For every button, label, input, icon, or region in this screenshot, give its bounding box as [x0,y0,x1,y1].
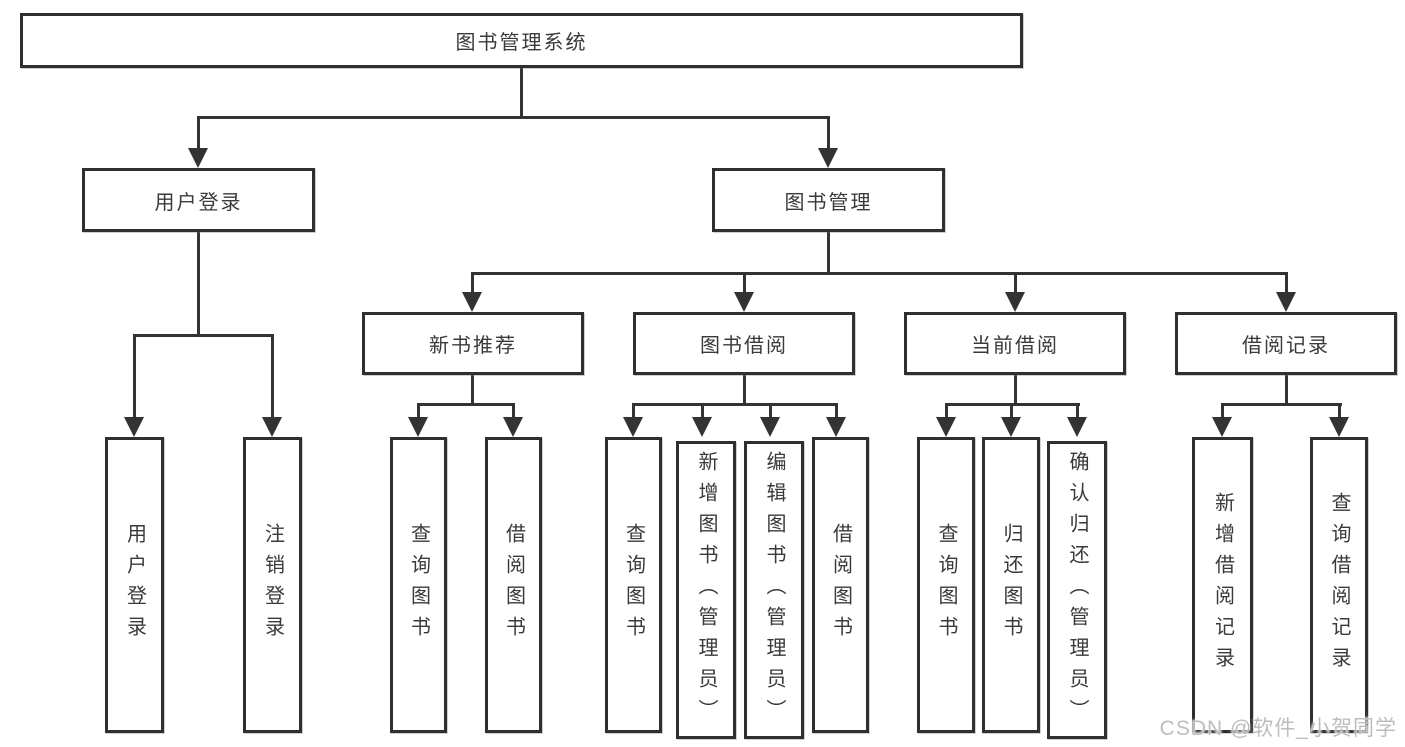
leaf-borrow-books-1: 借阅图书 [485,437,542,733]
leaf-query-books-3: 查询图书 [917,437,975,733]
connector-vline [1221,403,1224,419]
leaf-add-book-admin: 新增图书（管理员） [676,441,736,739]
arrowhead-down-icon [826,417,846,437]
leaf-confirm-return-admin: 确认归还（管理员） [1047,441,1107,739]
arrowhead-down-icon [503,417,523,437]
connector-vline [1010,403,1013,419]
connector-vline [1285,272,1288,294]
connector-vline [1285,375,1288,405]
leaf-add-borrow-record: 新增借阅记录 [1192,437,1253,733]
leaf-borrow-books-2-label: 借阅图书 [829,523,852,647]
leaf-add-borrow-record-label: 新增借阅记录 [1211,492,1234,678]
node-new-book-recommend: 新书推荐 [362,312,584,375]
arrowhead-down-icon [692,417,712,437]
connector-vline [133,334,136,419]
connector-vline [197,116,200,150]
node-book-borrowing: 图书借阅 [633,312,855,375]
connector-vline [271,334,274,419]
arrowhead-down-icon [1212,417,1232,437]
leaf-logout-label: 注销登录 [261,523,284,647]
leaf-query-borrow-record: 查询借阅记录 [1310,437,1368,733]
leaf-query-books-3-label: 查询图书 [935,523,957,647]
leaf-query-borrow-record-label: 查询借阅记录 [1328,492,1350,678]
connector-vline [471,272,474,294]
connector-vline [1338,403,1341,419]
leaf-add-book-admin-label: 新增图书（管理员） [695,450,717,730]
connector-vline [417,403,420,419]
arrowhead-down-icon [936,417,956,437]
leaf-query-books-2: 查询图书 [605,437,662,733]
connector-hline [632,403,838,406]
leaf-borrow-books-1-label: 借阅图书 [502,523,525,647]
arrowhead-down-icon [1329,417,1349,437]
connector-vline [1076,403,1079,419]
connector-hline [1221,403,1342,406]
connector-vline [701,403,704,419]
node-current-borrowing: 当前借阅 [904,312,1126,375]
leaf-confirm-return-admin-label: 确认归还（管理员） [1066,450,1088,730]
arrowhead-down-icon [462,292,482,312]
leaf-return-books: 归还图书 [982,437,1040,733]
connector-hline [417,403,515,406]
connector-vline [827,232,830,274]
connector-vline [827,116,830,150]
arrowhead-down-icon [1067,417,1087,437]
node-borrow-records-label: 借阅记录 [1242,335,1330,357]
connector-vline [632,403,635,419]
connector-hline [197,116,830,119]
arrowhead-down-icon [262,417,282,437]
arrowhead-down-icon [188,148,208,168]
node-user-login-label: 用户登录 [154,191,243,214]
connector-vline [743,272,746,294]
csdn-watermark: CSDN @软件_小贺同学 [1159,717,1397,740]
node-new-book-recommend-label: 新书推荐 [429,335,517,357]
leaf-query-books-1-label: 查询图书 [407,523,430,647]
arrowhead-down-icon [760,417,780,437]
connector-vline [520,68,523,117]
leaf-return-books-label: 归还图书 [1000,523,1022,647]
arrowhead-down-icon [818,148,838,168]
connector-vline [512,403,515,419]
arrowhead-down-icon [408,417,428,437]
connector-vline [945,403,948,419]
node-current-borrowing-label: 当前借阅 [971,335,1059,357]
connector-hline [133,334,274,337]
arrowhead-down-icon [623,417,643,437]
leaf-user-login-label: 用户登录 [123,523,146,647]
leaf-edit-book-admin-label: 编辑图书（管理员） [763,450,785,730]
node-borrow-records: 借阅记录 [1175,312,1397,375]
arrowhead-down-icon [734,292,754,312]
node-book-borrowing-label: 图书借阅 [700,335,788,357]
node-book-management: 图书管理 [712,168,945,232]
connector-vline [1014,272,1017,294]
node-root: 图书管理系统 [20,13,1023,68]
arrowhead-down-icon [124,417,144,437]
leaf-edit-book-admin: 编辑图书（管理员） [744,441,804,739]
leaf-borrow-books-2: 借阅图书 [812,437,869,733]
arrowhead-down-icon [1005,292,1025,312]
leaf-query-books-2-label: 查询图书 [622,523,645,647]
connector-vline [769,403,772,419]
arrowhead-down-icon [1001,417,1021,437]
connector-vline [743,375,746,405]
connector-hline [471,272,1288,275]
leaf-user-login: 用户登录 [105,437,164,733]
connector-vline [197,232,200,336]
arrowhead-down-icon [1276,292,1296,312]
leaf-logout: 注销登录 [243,437,302,733]
leaf-query-books-1: 查询图书 [390,437,447,733]
connector-vline [1014,375,1017,405]
node-book-management-label: 图书管理 [784,191,873,214]
connector-vline [471,375,474,405]
node-user-login: 用户登录 [82,168,315,232]
connector-vline [835,403,838,419]
node-root-label: 图书管理系统 [455,32,588,54]
